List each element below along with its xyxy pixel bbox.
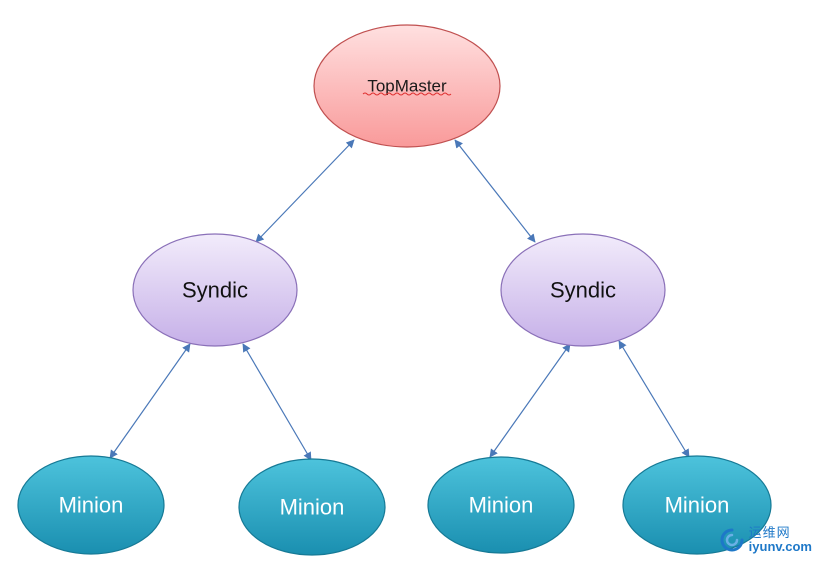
- node-minion-1: Minion: [17, 455, 165, 555]
- syndic-right-ellipse: [500, 233, 666, 347]
- connector-syndic-left-minion-1: [109, 343, 191, 459]
- watermark-line2: iyunv.com: [748, 539, 812, 555]
- watermark-line1: 运维网: [748, 525, 791, 541]
- syndic-left-ellipse: [132, 233, 298, 347]
- connector-topmaster-syndic-left: [255, 139, 355, 243]
- node-syndic-right: Syndic: [500, 233, 666, 347]
- node-minion-3: Minion: [427, 456, 575, 554]
- node-minion-4: Minion: [622, 455, 772, 555]
- topmaster-label: TopMaster: [367, 77, 447, 96]
- minion-4-label: Minion: [665, 493, 730, 518]
- connectors: [109, 139, 690, 461]
- connector-syndic-right-minion-3: [489, 343, 571, 458]
- node-minion-2: Minion: [238, 458, 386, 556]
- connector-syndic-left-minion-2: [242, 343, 312, 461]
- syndic-right-label: Syndic: [550, 278, 616, 303]
- node-syndic-left: Syndic: [132, 233, 298, 347]
- connector-syndic-right-minion-4: [618, 340, 690, 458]
- syndic-left-label: Syndic: [182, 278, 248, 303]
- minion-4-ellipse: [622, 455, 772, 555]
- minion-1-ellipse: [17, 455, 165, 555]
- topmaster-ellipse: [313, 24, 501, 148]
- minion-3-label: Minion: [469, 493, 534, 518]
- minion-3-ellipse: [427, 456, 575, 554]
- minion-2-label: Minion: [280, 495, 345, 520]
- spellcheck-underline: [362, 92, 452, 96]
- watermark-logo-icon: [720, 528, 744, 552]
- watermark: 运维网 iyunv.com: [719, 527, 812, 554]
- connector-topmaster-syndic-right: [454, 139, 536, 243]
- minion-1-label: Minion: [59, 493, 124, 518]
- node-topmaster: TopMaster: [313, 24, 501, 148]
- minion-2-ellipse: [238, 458, 386, 556]
